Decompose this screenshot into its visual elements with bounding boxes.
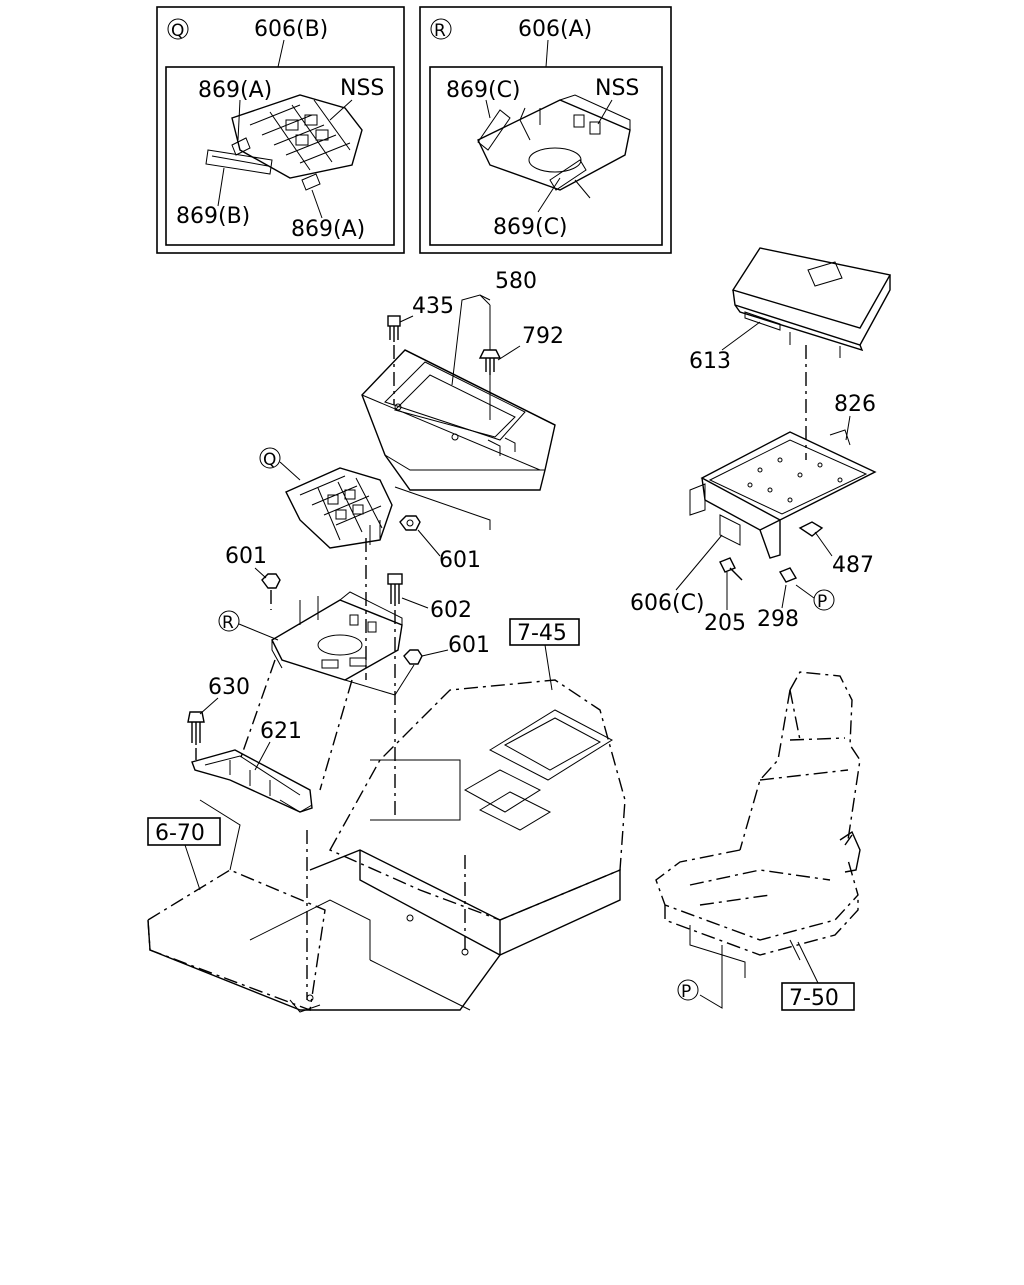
ref-7-45: 7-45 <box>517 621 567 646</box>
label-298: 298 <box>757 607 799 632</box>
nut-601-b <box>261 573 281 589</box>
clip-298 <box>778 567 798 583</box>
clip-792 <box>478 349 502 375</box>
inset-q-label-869a-top: 869(A) <box>198 78 272 103</box>
seat-drawing <box>655 671 861 978</box>
label-606c: 606(C) <box>630 591 705 616</box>
inset-q-panel: Q 606(B) 869(A) NSS 869(B) 869(A) <box>156 6 405 254</box>
mounting-plate-drawing <box>689 429 877 559</box>
bolt-205 <box>719 557 743 581</box>
inset-q-label-869b: 869(B) <box>176 204 250 229</box>
marker-q-circle <box>259 447 281 469</box>
marker-p2-circle <box>677 979 699 1001</box>
inset-q-marker: Q <box>171 21 184 41</box>
inset-q-label-nss: NSS <box>340 76 384 101</box>
inset-r-label-869c-bottom: 869(C) <box>493 215 568 240</box>
bracket-621-drawing <box>191 749 313 813</box>
ecu-module-drawing <box>731 247 892 358</box>
nut-601-a <box>399 515 421 531</box>
marker-p1: P <box>817 592 827 612</box>
marker-r: R <box>222 613 234 633</box>
label-621: 621 <box>260 719 302 744</box>
label-487: 487 <box>832 553 874 578</box>
floor-body-drawing <box>147 679 626 1013</box>
bolt-630 <box>187 711 205 745</box>
marker-p2: P <box>681 982 691 1002</box>
bracket-606b-drawing <box>205 94 363 191</box>
label-580: 580 <box>495 269 537 294</box>
nut-601-c <box>403 649 423 665</box>
ref-6-70: 6-70 <box>155 821 205 846</box>
label-205: 205 <box>704 611 746 636</box>
console-cover-drawing <box>361 349 556 491</box>
ref-7-45-box <box>509 618 580 646</box>
inset-r-marker: R <box>434 21 446 41</box>
marker-q: Q <box>263 450 276 470</box>
inset-r-label-nss: NSS <box>595 76 639 101</box>
ref-6-70-box <box>147 817 221 846</box>
inset-q-label-869a-bottom: 869(A) <box>291 217 365 242</box>
marker-r-circle <box>218 610 240 632</box>
inset-r-marker-circle <box>430 18 452 40</box>
label-630: 630 <box>208 675 250 700</box>
inset-r-ref: 606(A) <box>518 17 592 42</box>
inset-r-frame <box>419 6 672 254</box>
label-613: 613 <box>689 349 731 374</box>
inset-q-frame <box>156 6 405 254</box>
label-601-b: 601 <box>225 544 267 569</box>
label-792: 792 <box>522 324 564 349</box>
inset-q-ref: 606(B) <box>254 17 328 42</box>
inset-q-marker-circle <box>167 18 189 40</box>
label-601-c: 601 <box>448 633 490 658</box>
label-435: 435 <box>412 294 454 319</box>
label-601-a: 601 <box>439 548 481 573</box>
inset-q-inner-frame <box>165 66 395 246</box>
bracket-q-drawing <box>285 467 393 549</box>
screw-435 <box>387 315 401 342</box>
ref-7-50: 7-50 <box>789 986 839 1011</box>
bolt-602 <box>387 573 403 606</box>
bracket-606a-drawing <box>477 94 631 199</box>
marker-p1-circle <box>813 589 835 611</box>
label-602: 602 <box>430 598 472 623</box>
inset-r-label-869c-top: 869(C) <box>446 78 521 103</box>
clip-487 <box>798 521 824 537</box>
inset-r-panel: R 606(A) 869(C) NSS 869(C) <box>419 6 672 254</box>
label-826: 826 <box>834 392 876 417</box>
bracket-r-drawing <box>271 591 403 681</box>
